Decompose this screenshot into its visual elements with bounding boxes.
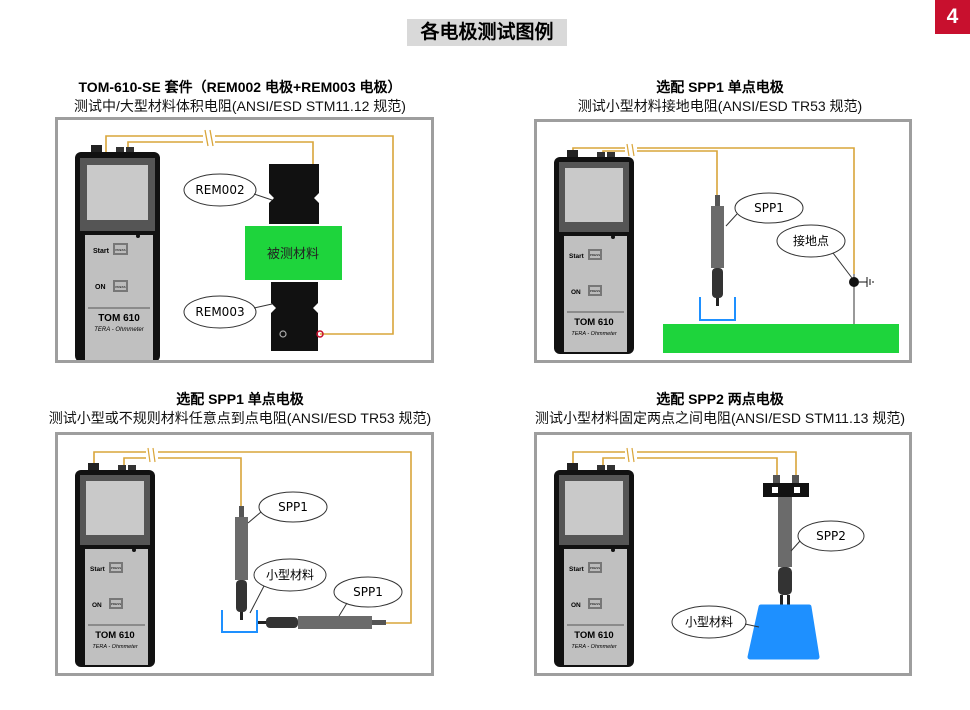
ohmmeter-device: Start ON PRESS PRESS TOM 610 TERA - Ohmm… <box>75 463 155 667</box>
meter-model: TOM 610 <box>95 630 134 641</box>
ohmmeter-device: Start ON PRESS PRESS TOM 610 TERA - Ohmm… <box>554 463 634 667</box>
on-label: ON <box>571 289 581 296</box>
wire-2 <box>123 457 242 507</box>
panel-4-title: 选配 SPP2 两点电极 <box>656 391 784 407</box>
blue-material <box>747 604 820 660</box>
rem002-electrode <box>269 164 319 224</box>
on-label: ON <box>95 284 106 291</box>
page-title: 各电极测试图例 <box>407 19 567 46</box>
press-label: PRESS <box>115 248 125 252</box>
ground-point <box>849 277 859 287</box>
meter-model: TOM 610 <box>98 313 140 324</box>
press-label: PRESS <box>111 602 121 606</box>
on-label: ON <box>571 602 581 609</box>
rem002-callout: REM002 <box>195 183 244 197</box>
press-label: PRESS <box>590 253 600 257</box>
ohmmeter-device: Start ON PRESS PRESS TOM 610 TERA - Ohmm… <box>554 150 634 354</box>
ohmmeter-device: Start ON PRESS PRESS TOM 610 TERA - Ohmm… <box>75 145 160 360</box>
spp2-probe <box>763 475 809 605</box>
start-label: Start <box>569 253 585 260</box>
blue-container <box>221 610 258 633</box>
start-label: Start <box>569 566 585 573</box>
press-label: PRESS <box>115 285 125 289</box>
panel-2-figure: Start ON PRESS PRESS TOM 610 TERA - Ohmm… <box>534 119 912 363</box>
meter-model: TOM 610 <box>574 630 613 641</box>
spp1-probe <box>711 195 724 306</box>
terminal-red <box>316 330 324 338</box>
rem003-electrode <box>271 282 318 351</box>
wire-1 <box>93 451 412 624</box>
panel-2-title: 选配 SPP1 单点电极 <box>656 79 784 95</box>
material-label: 被测材料 <box>267 247 319 262</box>
panel-1-title: TOM-610-SE 套件（REM002 电极+REM003 电极） <box>78 79 402 95</box>
press-label: PRESS <box>590 566 600 570</box>
meter-brand: TERA - Ohmmeter <box>571 331 617 337</box>
meter-brand: TERA - Ohmmeter <box>94 327 144 333</box>
press-label: PRESS <box>111 566 121 570</box>
panel-3-figure: Start ON PRESS PRESS TOM 610 TERA - Ohmm… <box>55 432 434 676</box>
panel-4-figure: Start ON PRESS PRESS TOM 610 TERA - Ohmm… <box>534 432 912 676</box>
panel-4-subtitle: 测试小型材料固定两点之间电阻(ANSI/ESD STM11.13 规范) <box>534 410 905 426</box>
press-label: PRESS <box>590 602 600 606</box>
page-number: 4 <box>935 0 970 34</box>
green-material <box>663 324 899 353</box>
wire-1 <box>572 451 797 477</box>
spp1-callout: SPP1 <box>754 201 784 215</box>
meter-model: TOM 610 <box>574 317 613 328</box>
panel-1-subtitle: 测试中/大型材料体积电阻(ANSI/ESD STM11.12 规范) <box>74 98 406 114</box>
ground-callout: 接地点 <box>793 233 829 248</box>
panel-2-subtitle: 测试小型材料接地电阻(ANSI/ESD TR53 规范) <box>577 98 863 114</box>
material-callout: 小型材料 <box>266 568 314 582</box>
material-callout: 小型材料 <box>685 615 733 629</box>
start-label: Start <box>93 248 110 255</box>
test-material <box>245 226 342 280</box>
panel-3-title: 选配 SPP1 单点电极 <box>176 391 304 407</box>
start-label: Start <box>90 566 106 573</box>
on-label: ON <box>92 602 102 609</box>
spp1-probe-vertical <box>235 506 248 620</box>
spp1-callout-b: SPP1 <box>353 585 383 599</box>
spp1-callout-a: SPP1 <box>278 500 308 514</box>
spp1-probe-horizontal <box>258 616 386 629</box>
meter-brand: TERA - Ohmmeter <box>571 644 617 650</box>
press-label: PRESS <box>590 289 600 293</box>
wire-1 <box>105 135 394 335</box>
rem003-callout: REM003 <box>195 305 244 319</box>
spp2-callout: SPP2 <box>816 529 846 543</box>
blue-container <box>699 297 736 321</box>
panel-3-subtitle: 测试小型或不规则材料任意点到点电阻(ANSI/ESD TR53 规范) <box>48 410 432 426</box>
wire-2 <box>602 457 778 477</box>
panel-1-figure: Start ON PRESS PRESS TOM 610 TERA - Ohmm… <box>55 117 434 363</box>
meter-brand: TERA - Ohmmeter <box>92 644 138 650</box>
